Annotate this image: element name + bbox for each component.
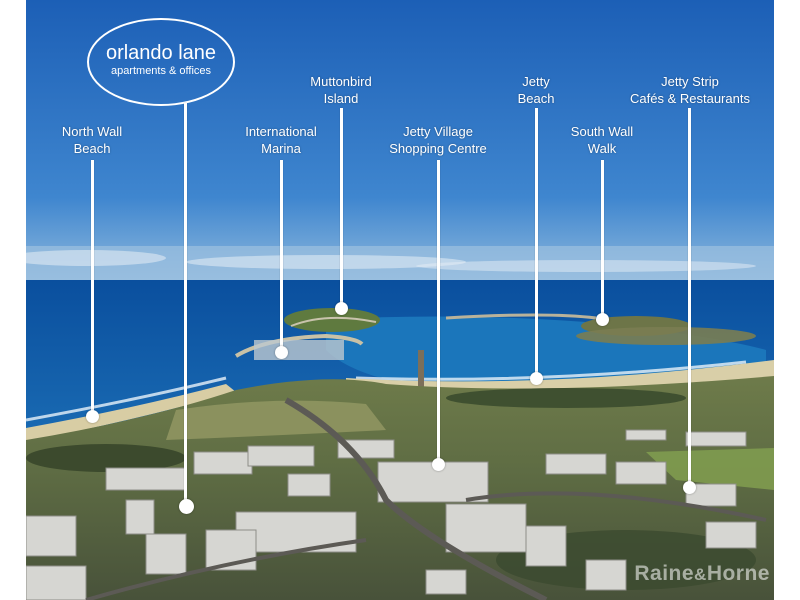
jetty-village-marker (432, 458, 445, 471)
label-jetty-village: Jetty Village Shopping Centre (389, 124, 487, 156)
north-beach-sand (26, 384, 236, 442)
international-marina-marker (275, 346, 288, 359)
north-wall-beach-line (91, 160, 94, 414)
jetty-village-line (437, 160, 440, 462)
south-wall-walk-line (601, 160, 604, 316)
aerial-photo (26, 0, 774, 600)
watermark-text-a: Raine (634, 562, 695, 585)
orlando-lane-marker (179, 499, 194, 514)
north-wall-beach-marker (86, 410, 99, 423)
watermark-symbol: & (694, 565, 707, 584)
jetty-strip-line (688, 108, 691, 486)
agency-watermark: Raine&Horne (634, 562, 770, 586)
label-jetty-strip: Jetty Strip Cafés & Restaurants (630, 74, 750, 106)
label-jetty-beach: Jetty Beach (517, 74, 555, 106)
international-marina-line (280, 160, 283, 350)
jetty-beach-line (535, 108, 538, 374)
main-road (284, 397, 548, 600)
muttonbird-island-shape (284, 308, 380, 332)
jetty-beach-marker (530, 372, 543, 385)
jetty-strip-marker (683, 481, 696, 494)
label-north-wall-beach: North Wall Beach (61, 124, 123, 156)
orlando-lane-oval: orlando lane apartments & offices (87, 18, 235, 106)
muttonbird-island-marker (335, 302, 348, 315)
orlando-lane-title: orlando lane (105, 42, 217, 64)
label-muttonbird-island: Muttonbird Island (310, 74, 372, 106)
orlando-lane-subtitle: apartments & offices (110, 65, 212, 77)
marina-boats (254, 340, 344, 360)
label-international-marina: International Marina (245, 124, 317, 156)
orlando-lane-line (184, 103, 187, 503)
south-wall-walk-marker (596, 313, 609, 326)
muttonbird-island-line (340, 108, 343, 305)
watermark-text-b: Horne (706, 562, 770, 585)
south-wall (445, 313, 597, 320)
label-south-wall-walk: South Wall Walk (570, 124, 634, 156)
aerial-scene (26, 0, 774, 600)
jetty-beach-sand (346, 360, 774, 392)
town-buildings (26, 429, 757, 600)
